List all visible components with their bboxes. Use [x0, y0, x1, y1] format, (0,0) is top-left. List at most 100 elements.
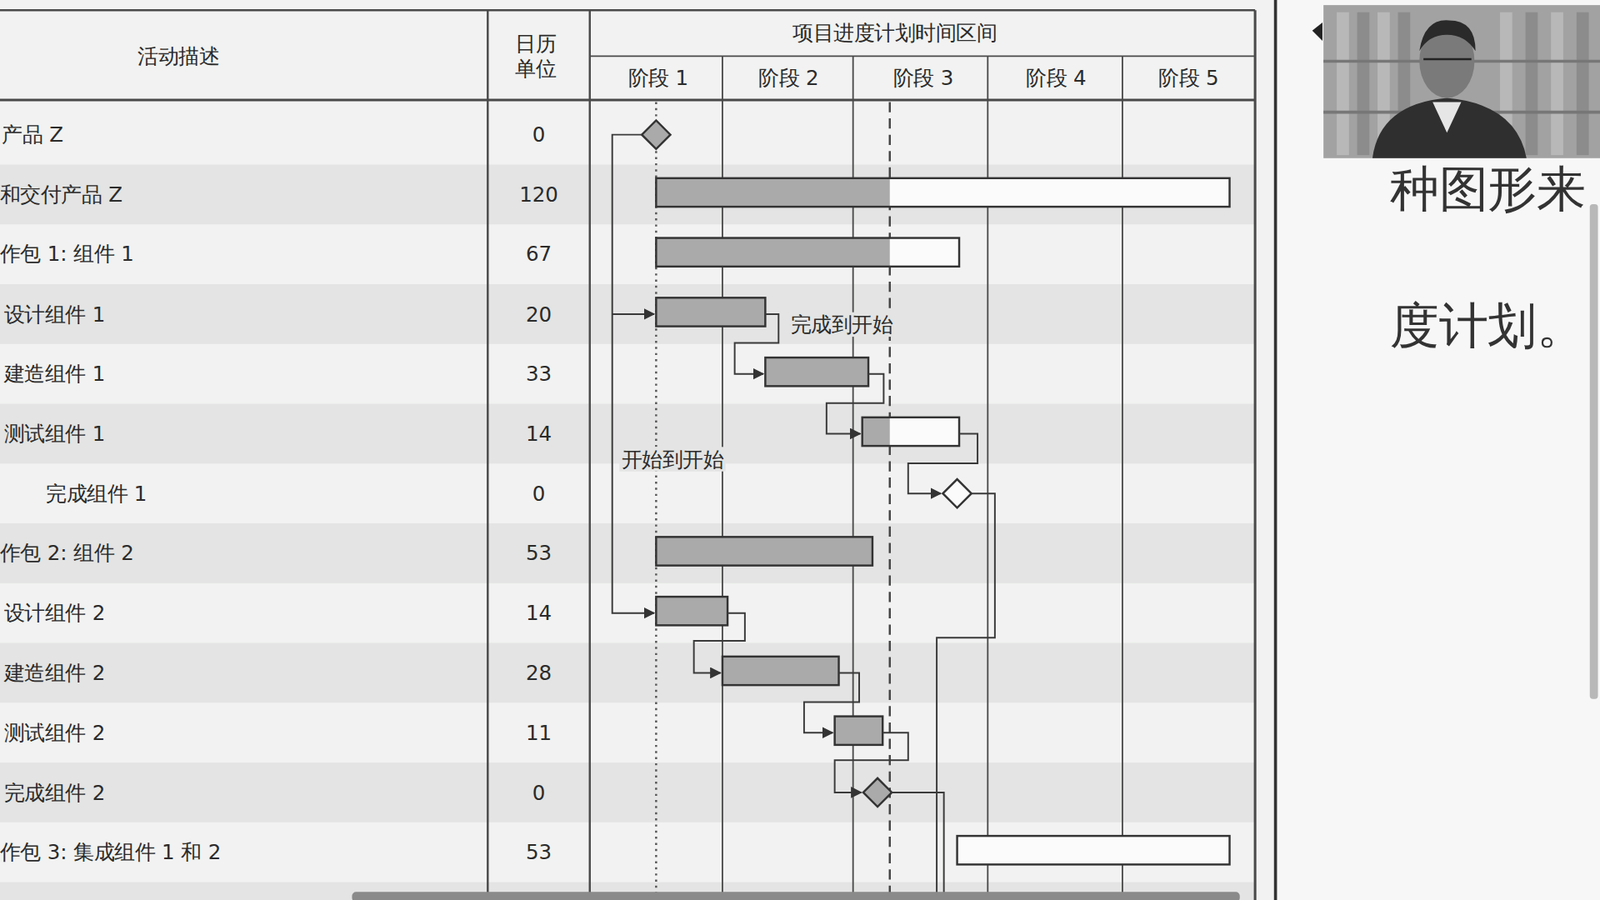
timeline-header: 项目进度计划时间区间	[792, 20, 997, 45]
activity-name: 作包 3: 集成组件 1 和 2	[0, 840, 221, 865]
gantt-bar-outline	[655, 297, 765, 326]
gantt-bar-outline	[655, 178, 1230, 207]
row-shade	[0, 165, 1255, 225]
milestone-diamond	[942, 479, 971, 508]
gantt-bar-progress	[655, 178, 890, 207]
gantt-bar-outline	[862, 417, 960, 446]
gantt-bar-outline	[655, 238, 960, 267]
gantt-bar-outline	[835, 716, 884, 745]
gantt-bar	[655, 536, 873, 565]
grid-line	[0, 9, 1255, 11]
webcam-frame	[1323, 5, 1600, 159]
person-hair	[1419, 20, 1475, 51]
gantt-bar	[655, 297, 765, 326]
person-glasses	[1423, 58, 1472, 60]
milestone-diamond	[863, 778, 892, 807]
milestone-diamond	[641, 120, 670, 149]
row-shade	[0, 882, 1255, 900]
activity-name: 建造组件 2	[4, 660, 105, 685]
dotted-start-line	[655, 101, 657, 900]
gantt-bar	[655, 178, 1230, 207]
gantt-bar	[722, 656, 840, 685]
activity-name: 建造组件 1	[4, 361, 105, 386]
chart-ground	[0, 0, 1276, 900]
gantt-bar-progress	[655, 536, 873, 565]
gantt-bar	[655, 238, 960, 267]
activity-name: 测试组件 2	[4, 720, 105, 745]
bookshelf-book	[1525, 12, 1539, 155]
dependency-line	[612, 313, 655, 315]
scrollbar	[351, 891, 1240, 900]
gantt-bar-outline	[722, 656, 840, 685]
activity-name: 作包 1: 组件 1	[0, 241, 135, 266]
duration-cell: 67	[525, 241, 552, 266]
dependency-line	[804, 672, 860, 733]
duration-cell: 0	[532, 480, 546, 505]
status-date-line	[889, 101, 891, 900]
gantt-bar-outline	[957, 835, 1230, 865]
gantt-bar-progress	[862, 417, 890, 446]
dependency-line	[835, 732, 909, 793]
duration-cell: 120	[519, 182, 559, 207]
gantt-bar-progress	[765, 357, 869, 386]
dependency-line	[612, 135, 655, 614]
duration-cell: 53	[525, 540, 552, 565]
duration-cell: 20	[525, 301, 552, 326]
gantt-bar-progress	[655, 238, 890, 267]
dependency-line	[891, 792, 944, 900]
gantt-bar	[765, 357, 869, 386]
grid-line	[590, 55, 1255, 57]
gantt-bar-outline	[765, 357, 869, 386]
duration-cell: 14	[525, 421, 552, 446]
duration-cell: 53	[525, 840, 552, 865]
small-marker	[1312, 22, 1323, 41]
dependency-line	[936, 493, 995, 900]
grid-line	[486, 10, 489, 900]
activity-name: 设计组件 2	[4, 600, 105, 625]
slide-text: 种图形来	[1390, 160, 1586, 220]
duration-cell: 14	[525, 600, 552, 625]
phase-header: 阶段 4	[1025, 65, 1086, 90]
phase-header: 阶段 1	[628, 65, 689, 90]
gantt-bar-outline	[655, 536, 873, 565]
duration-cell: 33	[525, 361, 552, 386]
duration-cell: 11	[525, 720, 552, 745]
activity-name: 作包 2: 组件 2	[0, 540, 135, 565]
phase-header: 阶段 5	[1158, 65, 1219, 90]
gantt-bar-progress	[722, 656, 840, 685]
dependency-line	[735, 314, 780, 375]
grid-line	[0, 98, 1255, 101]
activity-name: 完成组件 2	[4, 780, 105, 805]
duration-cell: 0	[532, 122, 546, 147]
grid-line	[1254, 10, 1257, 900]
bookshelf-book	[1550, 12, 1564, 155]
activity-name: 产品 Z	[1, 122, 64, 147]
activity-name: 和交付产品 Z	[0, 182, 123, 207]
bookshelf-book	[1357, 12, 1370, 155]
slide-text: 度计划。	[1390, 297, 1586, 357]
gantt-bar	[957, 835, 1230, 865]
gantt-bar	[862, 417, 960, 446]
bookshelf-book	[1336, 12, 1350, 155]
phase-header: 阶段 2	[758, 65, 819, 90]
panel-divider	[1274, 0, 1278, 900]
grid-line	[589, 10, 591, 900]
gantt-bar	[835, 716, 884, 745]
column-header: 日历 单位	[513, 31, 559, 81]
dependency-line	[908, 433, 978, 494]
bookshelf-book	[1576, 12, 1590, 155]
row-shade	[0, 284, 1255, 345]
gantt-bar	[655, 596, 728, 625]
gantt-bar-progress	[835, 716, 884, 745]
column-header: 活动描述	[137, 44, 220, 69]
dependency-label: 完成到开始	[789, 312, 895, 337]
row-shade	[0, 643, 1255, 704]
duration-cell: 0	[532, 780, 546, 805]
dependency-line	[826, 374, 885, 435]
gantt-bar-progress	[655, 297, 765, 326]
dependency-label: 开始到开始	[619, 446, 725, 471]
person-suit	[1372, 98, 1527, 159]
gantt-bar-outline	[655, 596, 728, 625]
side-scrollbar	[1590, 204, 1599, 700]
